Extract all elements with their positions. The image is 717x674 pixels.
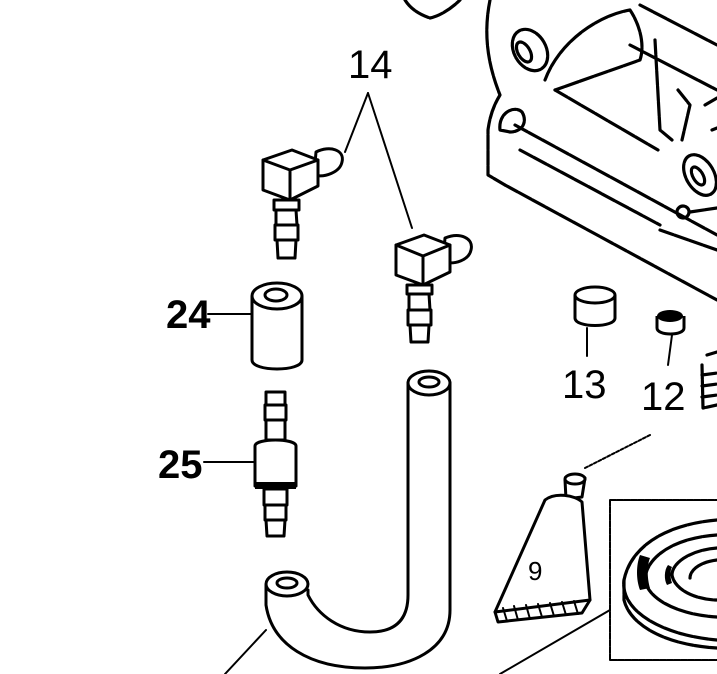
j-hose bbox=[224, 369, 452, 674]
cap-12 bbox=[655, 310, 686, 336]
callout-25-label: 25 bbox=[158, 443, 203, 487]
sealant-leader bbox=[584, 434, 651, 469]
callout-13-label: 13 bbox=[562, 363, 607, 407]
callout-14-leader-right bbox=[367, 92, 413, 229]
callout-24-label: 24 bbox=[166, 293, 211, 337]
elbow-fitting-1 bbox=[261, 147, 344, 260]
seal-inset bbox=[499, 499, 717, 674]
callout-14-leader-left bbox=[344, 92, 369, 153]
sealant-tube bbox=[493, 472, 592, 624]
housing-body bbox=[403, 0, 717, 302]
check-valve bbox=[253, 390, 298, 538]
callout-14-label: 14 bbox=[348, 43, 393, 87]
callout-12-leader bbox=[667, 334, 673, 366]
sleeve bbox=[250, 281, 304, 371]
elbow-fitting-2 bbox=[394, 233, 473, 344]
sealant-tube-number: 9 bbox=[528, 556, 542, 586]
cap-13 bbox=[573, 285, 617, 327]
callout-12-label: 12 bbox=[641, 375, 686, 419]
callout-26-leader bbox=[224, 629, 267, 674]
ladder-detail bbox=[700, 350, 717, 410]
